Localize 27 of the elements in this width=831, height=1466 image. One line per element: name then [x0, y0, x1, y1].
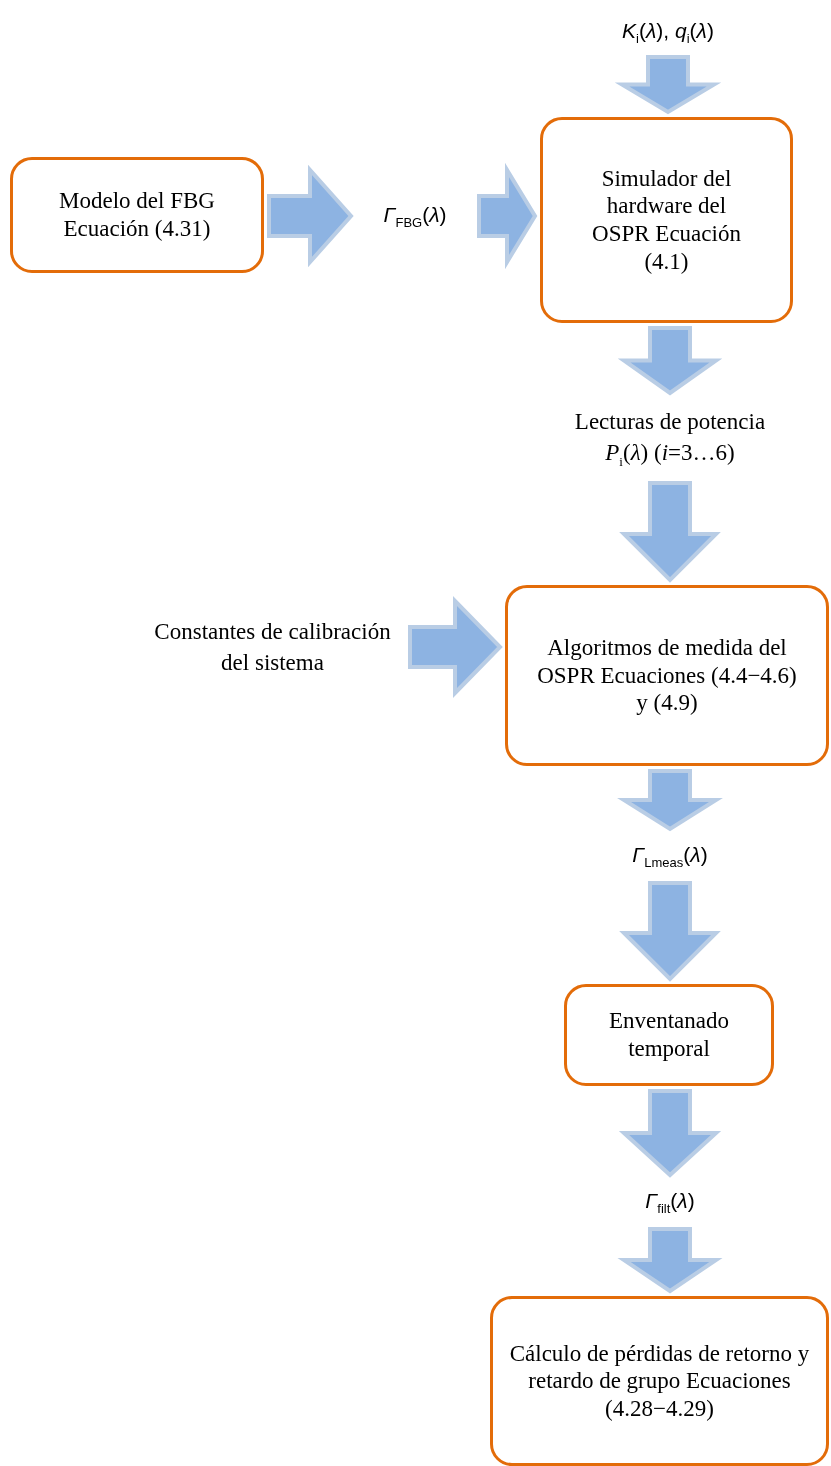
process-box	[564, 984, 774, 1086]
formula-label: K$_{i}$(λ), q$_{i}$(λ)	[622, 17, 714, 48]
box-label: Algoritmos de medida del OSPR Ecuaciones (4.4−4.6) y (4.9)	[537, 634, 797, 717]
block-arrow	[617, 1227, 723, 1294]
block-arrow	[618, 1089, 722, 1178]
box-label: Enventanado temporal	[607, 1007, 731, 1063]
box-label: Modelo del FBG Ecuación (4.31)	[58, 187, 216, 243]
box-label: Cálculo de pérdidas de retorno y retardo de grupo Ecuaciones (4.28−4.29)	[509, 1339, 810, 1423]
box-label: Simulador del hardware del OSPR Ecuación (4.1)	[591, 164, 742, 276]
process-box	[490, 1296, 829, 1466]
process-box	[505, 585, 829, 766]
text-label: P$_{i}$(λ) (i=3…6)	[605, 438, 735, 471]
block-arrow	[267, 164, 354, 268]
block-arrow	[617, 769, 723, 832]
block-arrow	[619, 881, 721, 982]
block-arrow	[477, 162, 538, 270]
process-box	[540, 117, 793, 323]
text-label: Constantes de calibración del sistema	[153, 617, 392, 677]
block-arrow	[617, 326, 723, 396]
formula-label: Γ$_{FBG}$(λ)	[383, 201, 447, 232]
formula-label: Γ$_{Lmeas}$(λ)	[632, 841, 708, 872]
block-arrow	[614, 55, 722, 115]
block-arrow	[408, 596, 503, 698]
block-arrow	[619, 481, 721, 583]
formula-label: Γ$_{filt}$(λ)	[645, 1187, 695, 1218]
text-label: Lecturas de potencia	[574, 407, 766, 436]
process-box	[10, 157, 264, 273]
